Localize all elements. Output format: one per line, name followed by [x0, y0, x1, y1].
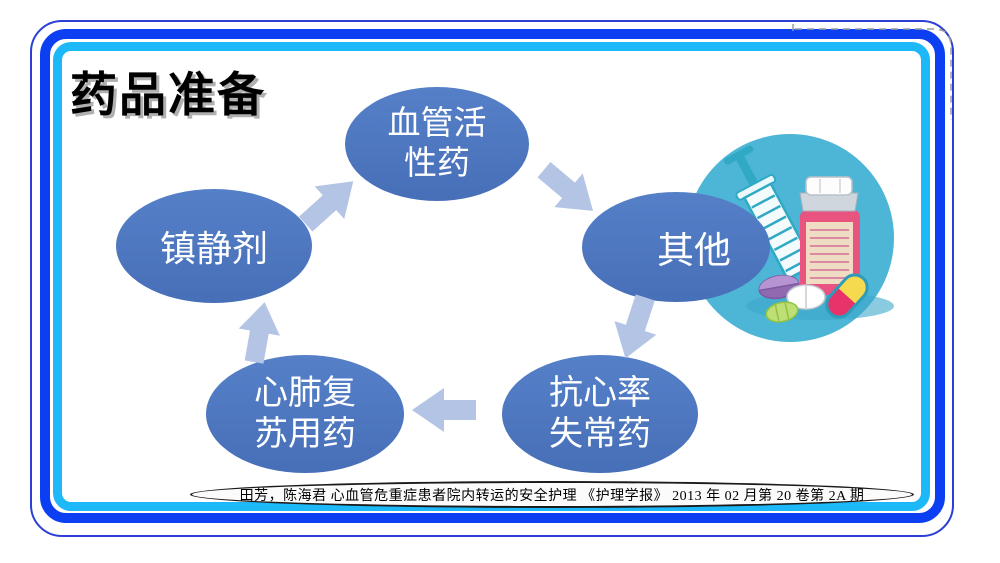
frame-blue-band [40, 29, 945, 523]
node-label: 其他 [657, 231, 731, 272]
green-pill-icon [765, 301, 799, 323]
node-label: 心肺复 [254, 374, 356, 412]
frame-outer-line [30, 20, 954, 537]
node-label: 血管活 [387, 105, 487, 142]
node-label: 镇静剂 [159, 229, 268, 269]
node-label: 性药 [404, 146, 470, 182]
pill-bottle-icon [799, 176, 860, 295]
citation-banner: 田芳，陈海君 心血管危重症患者院内转运的安全护理 《护理学报》 2013 年 0… [190, 481, 914, 508]
cycle-node-antiarrhythmic-drugs: 抗心率 失常药 [502, 355, 698, 473]
page-title: 药品准备 [70, 68, 266, 121]
cycle-node-vasoactive-drugs: 血管活 性药 [345, 87, 529, 201]
node-label: 抗心率 [549, 374, 651, 412]
node-label: 失常药 [549, 416, 651, 453]
capsule-icon [825, 273, 869, 319]
white-pill-icon [786, 284, 826, 310]
cycle-node-other: 其他 [582, 192, 770, 302]
cycle-node-sedatives: 镇静剂 [116, 189, 312, 303]
citation-text: 田芳，陈海君 心血管危重症患者院内转运的安全护理 《护理学报》 2013 年 0… [239, 488, 865, 504]
cycle-node-cpr-drugs: 心肺复 苏用药 [206, 355, 404, 473]
node-label: 苏用药 [254, 416, 356, 453]
